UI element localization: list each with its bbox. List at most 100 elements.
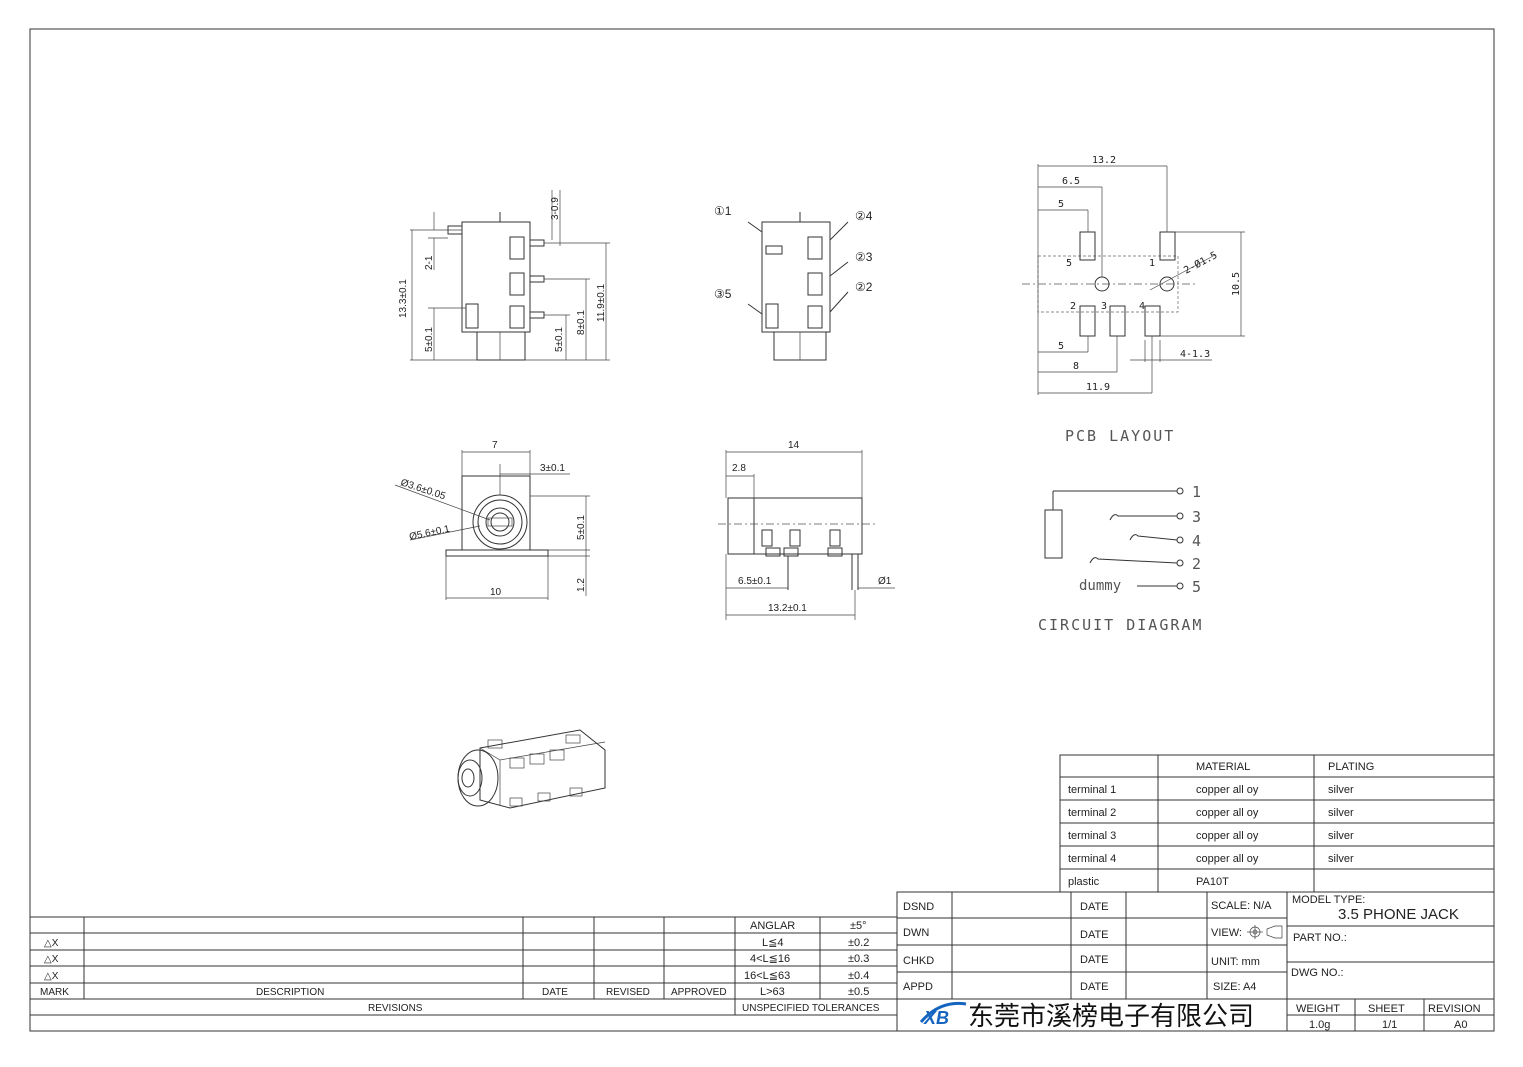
scale-label: SCALE: N/A bbox=[1211, 900, 1272, 912]
dim-13.3: 13.3±0.1 bbox=[398, 279, 409, 318]
pad-number-2: 2 bbox=[1070, 301, 1076, 312]
pcb-dim-2-dia-1.5: 2-Ø1.5 bbox=[1182, 249, 1220, 277]
material-row-2-part: terminal 2 bbox=[1068, 807, 1116, 819]
pcb-dim-11.9: 11.9 bbox=[1086, 382, 1110, 393]
sheet-value: 1/1 bbox=[1382, 1019, 1397, 1031]
tolerance-value-4: ±0.5 bbox=[848, 986, 869, 998]
size-label: SIZE: A4 bbox=[1213, 981, 1256, 993]
pcb-dim-5-bottom: 5 bbox=[1058, 341, 1064, 352]
dim-3-0.9: 3-0.9 bbox=[550, 197, 561, 220]
pad-number-1: 1 bbox=[1149, 258, 1155, 269]
signoff-date-2: DATE bbox=[1080, 929, 1109, 941]
material-row-3-plating: silver bbox=[1328, 830, 1354, 842]
tolerance-label-4: L>63 bbox=[760, 986, 785, 998]
signoff-date-4: DATE bbox=[1080, 981, 1109, 993]
part-no-label: PART NO.: bbox=[1293, 932, 1347, 944]
plating-header: PLATING bbox=[1328, 761, 1374, 773]
pcb-dim-4-1.3: 4-1.3 bbox=[1180, 349, 1210, 360]
circuit-diagram: 1 3 4 2 5 dummy CIRCUIT DIAGRAM bbox=[1038, 483, 1203, 634]
revision-mark-1: △X bbox=[44, 938, 59, 949]
company-logo-icon: XB bbox=[919, 1001, 967, 1028]
revision-label: REVISION bbox=[1428, 1003, 1481, 1015]
material-row-2-plating: silver bbox=[1328, 807, 1354, 819]
dim-11.9: 11.9±0.1 bbox=[596, 283, 607, 322]
signoff-dwn: DWN bbox=[903, 927, 929, 939]
company-name: 东莞市溪榜电子有限公司 bbox=[968, 1002, 1254, 1032]
tolerances-footer: UNSPECIFIED TOLERANCES bbox=[742, 1003, 880, 1014]
revision-mark-3: △X bbox=[44, 971, 59, 982]
dim-6.5: 6.5±0.1 bbox=[738, 576, 772, 587]
pcb-dim-13.2: 13.2 bbox=[1092, 155, 1116, 166]
dim-13.2: 13.2±0.1 bbox=[768, 603, 807, 614]
material-row-1-plating: silver bbox=[1328, 784, 1354, 796]
tolerance-label-angular: ANGLAR bbox=[750, 920, 795, 932]
pcb-layout-caption: PCB LAYOUT bbox=[1065, 427, 1175, 445]
circuit-diagram-caption: CIRCUIT DIAGRAM bbox=[1038, 616, 1203, 634]
revisions-table: △X △X △X MARK DESCRIPTION DATE REVISED A… bbox=[30, 916, 897, 1016]
pad-number-4: 4 bbox=[1139, 301, 1145, 312]
projection-symbol-icon bbox=[1247, 925, 1283, 939]
signoff-dsnd: DSND bbox=[903, 901, 934, 913]
signoff-date-1: DATE bbox=[1080, 901, 1109, 913]
revision-mark-2: △X bbox=[44, 954, 59, 965]
pin-label-2: ②2 bbox=[855, 280, 873, 294]
circuit-pin-3: 3 bbox=[1192, 508, 1201, 526]
weight-value: 1.0g bbox=[1309, 1019, 1330, 1031]
material-row-2-material: copper all oy bbox=[1196, 807, 1259, 819]
sheet-border bbox=[29, 28, 1495, 1032]
dwg-no-label: DWG NO.: bbox=[1291, 967, 1344, 979]
pin-label-1: ①1 bbox=[714, 204, 732, 218]
tolerance-label-3: 16<L≦63 bbox=[744, 970, 790, 982]
material-row-1-material: copper all oy bbox=[1196, 784, 1259, 796]
dim-5-right: 5±0.1 bbox=[554, 327, 565, 352]
circuit-dummy-label: dummy bbox=[1079, 578, 1121, 594]
tolerance-label-2: 4<L≦16 bbox=[750, 953, 790, 965]
tolerance-value-2: ±0.3 bbox=[848, 953, 869, 965]
material-row-4-part: terminal 4 bbox=[1068, 853, 1116, 865]
jack-3d-view bbox=[457, 729, 606, 809]
side-view: 14 2.8 6.5±0.1 Ø1 13.2±0.1 bbox=[718, 440, 895, 620]
weight-label: WEIGHT bbox=[1296, 1003, 1340, 1015]
pin-label-4: ②4 bbox=[855, 209, 873, 223]
dim-5-left: 5±0.1 bbox=[424, 327, 435, 352]
dim-8: 8±0.1 bbox=[576, 310, 587, 335]
dim-dia-5.6: Ø5.6±0.1 bbox=[408, 524, 451, 543]
dim-7: 7 bbox=[492, 440, 498, 451]
material-row-3-material: copper all oy bbox=[1196, 830, 1259, 842]
material-row-3-part: terminal 3 bbox=[1068, 830, 1116, 842]
pcb-layout: 13.2 6.5 5 10.5 2-Ø1.5 5 8 4-1.3 11.9 5 … bbox=[1022, 155, 1245, 445]
dim-dia-1: Ø1 bbox=[878, 576, 892, 587]
title-block: DSND DWN CHKD APPD DATE DATE DATE DATE S… bbox=[896, 891, 1495, 1032]
tolerance-value-1: ±0.2 bbox=[848, 937, 869, 949]
dim-10: 10 bbox=[490, 587, 502, 598]
revision-value: A0 bbox=[1454, 1019, 1467, 1031]
end-view: 7 3±0.1 Ø3.6±0.05 Ø5.6±0.1 5±0.1 1.2 10 bbox=[394, 440, 590, 600]
tolerances-table: ANGLAR ±5° L≦4 ±0.2 4<L≦16 ±0.3 16<L≦63 … bbox=[735, 916, 897, 1014]
material-table: MATERIAL PLATING terminal 1 copper all o… bbox=[1059, 754, 1495, 893]
dim-3: 3±0.1 bbox=[540, 463, 565, 474]
pad-number-5: 5 bbox=[1066, 258, 1072, 269]
pad-number-3: 3 bbox=[1101, 301, 1107, 312]
tolerance-label-1: L≦4 bbox=[762, 937, 783, 949]
model-type-value: 3.5 PHONE JACK bbox=[1338, 906, 1459, 923]
signoff-appd: APPD bbox=[903, 981, 933, 993]
dim-2.8: 2.8 bbox=[732, 463, 746, 474]
dim-5-end: 5±0.1 bbox=[576, 515, 587, 540]
circuit-pin-2: 2 bbox=[1192, 555, 1201, 573]
circuit-pin-1: 1 bbox=[1192, 483, 1201, 501]
dim-14: 14 bbox=[788, 440, 800, 451]
pcb-dim-10.5: 10.5 bbox=[1231, 272, 1242, 296]
revision-header-mark: MARK bbox=[40, 987, 69, 998]
front-view: 3-0.9 2-1 13.3±0.1 5±0.1 5±0.1 8±0.1 11.… bbox=[398, 190, 610, 361]
signoff-chkd: CHKD bbox=[903, 955, 934, 967]
revision-header-date: DATE bbox=[542, 987, 568, 998]
company-logo-text: XB bbox=[923, 1008, 949, 1028]
company-block: XB 东莞市溪榜电子有限公司 bbox=[919, 1001, 1254, 1032]
pin-label-3: ②3 bbox=[855, 250, 873, 264]
revisions-footer: REVISIONS bbox=[368, 1003, 423, 1014]
material-header: MATERIAL bbox=[1196, 761, 1250, 773]
material-row-5-material: PA10T bbox=[1196, 876, 1229, 888]
dim-dia-3.6: Ø3.6±0.05 bbox=[399, 477, 447, 502]
tolerance-value-3: ±0.4 bbox=[848, 970, 869, 982]
